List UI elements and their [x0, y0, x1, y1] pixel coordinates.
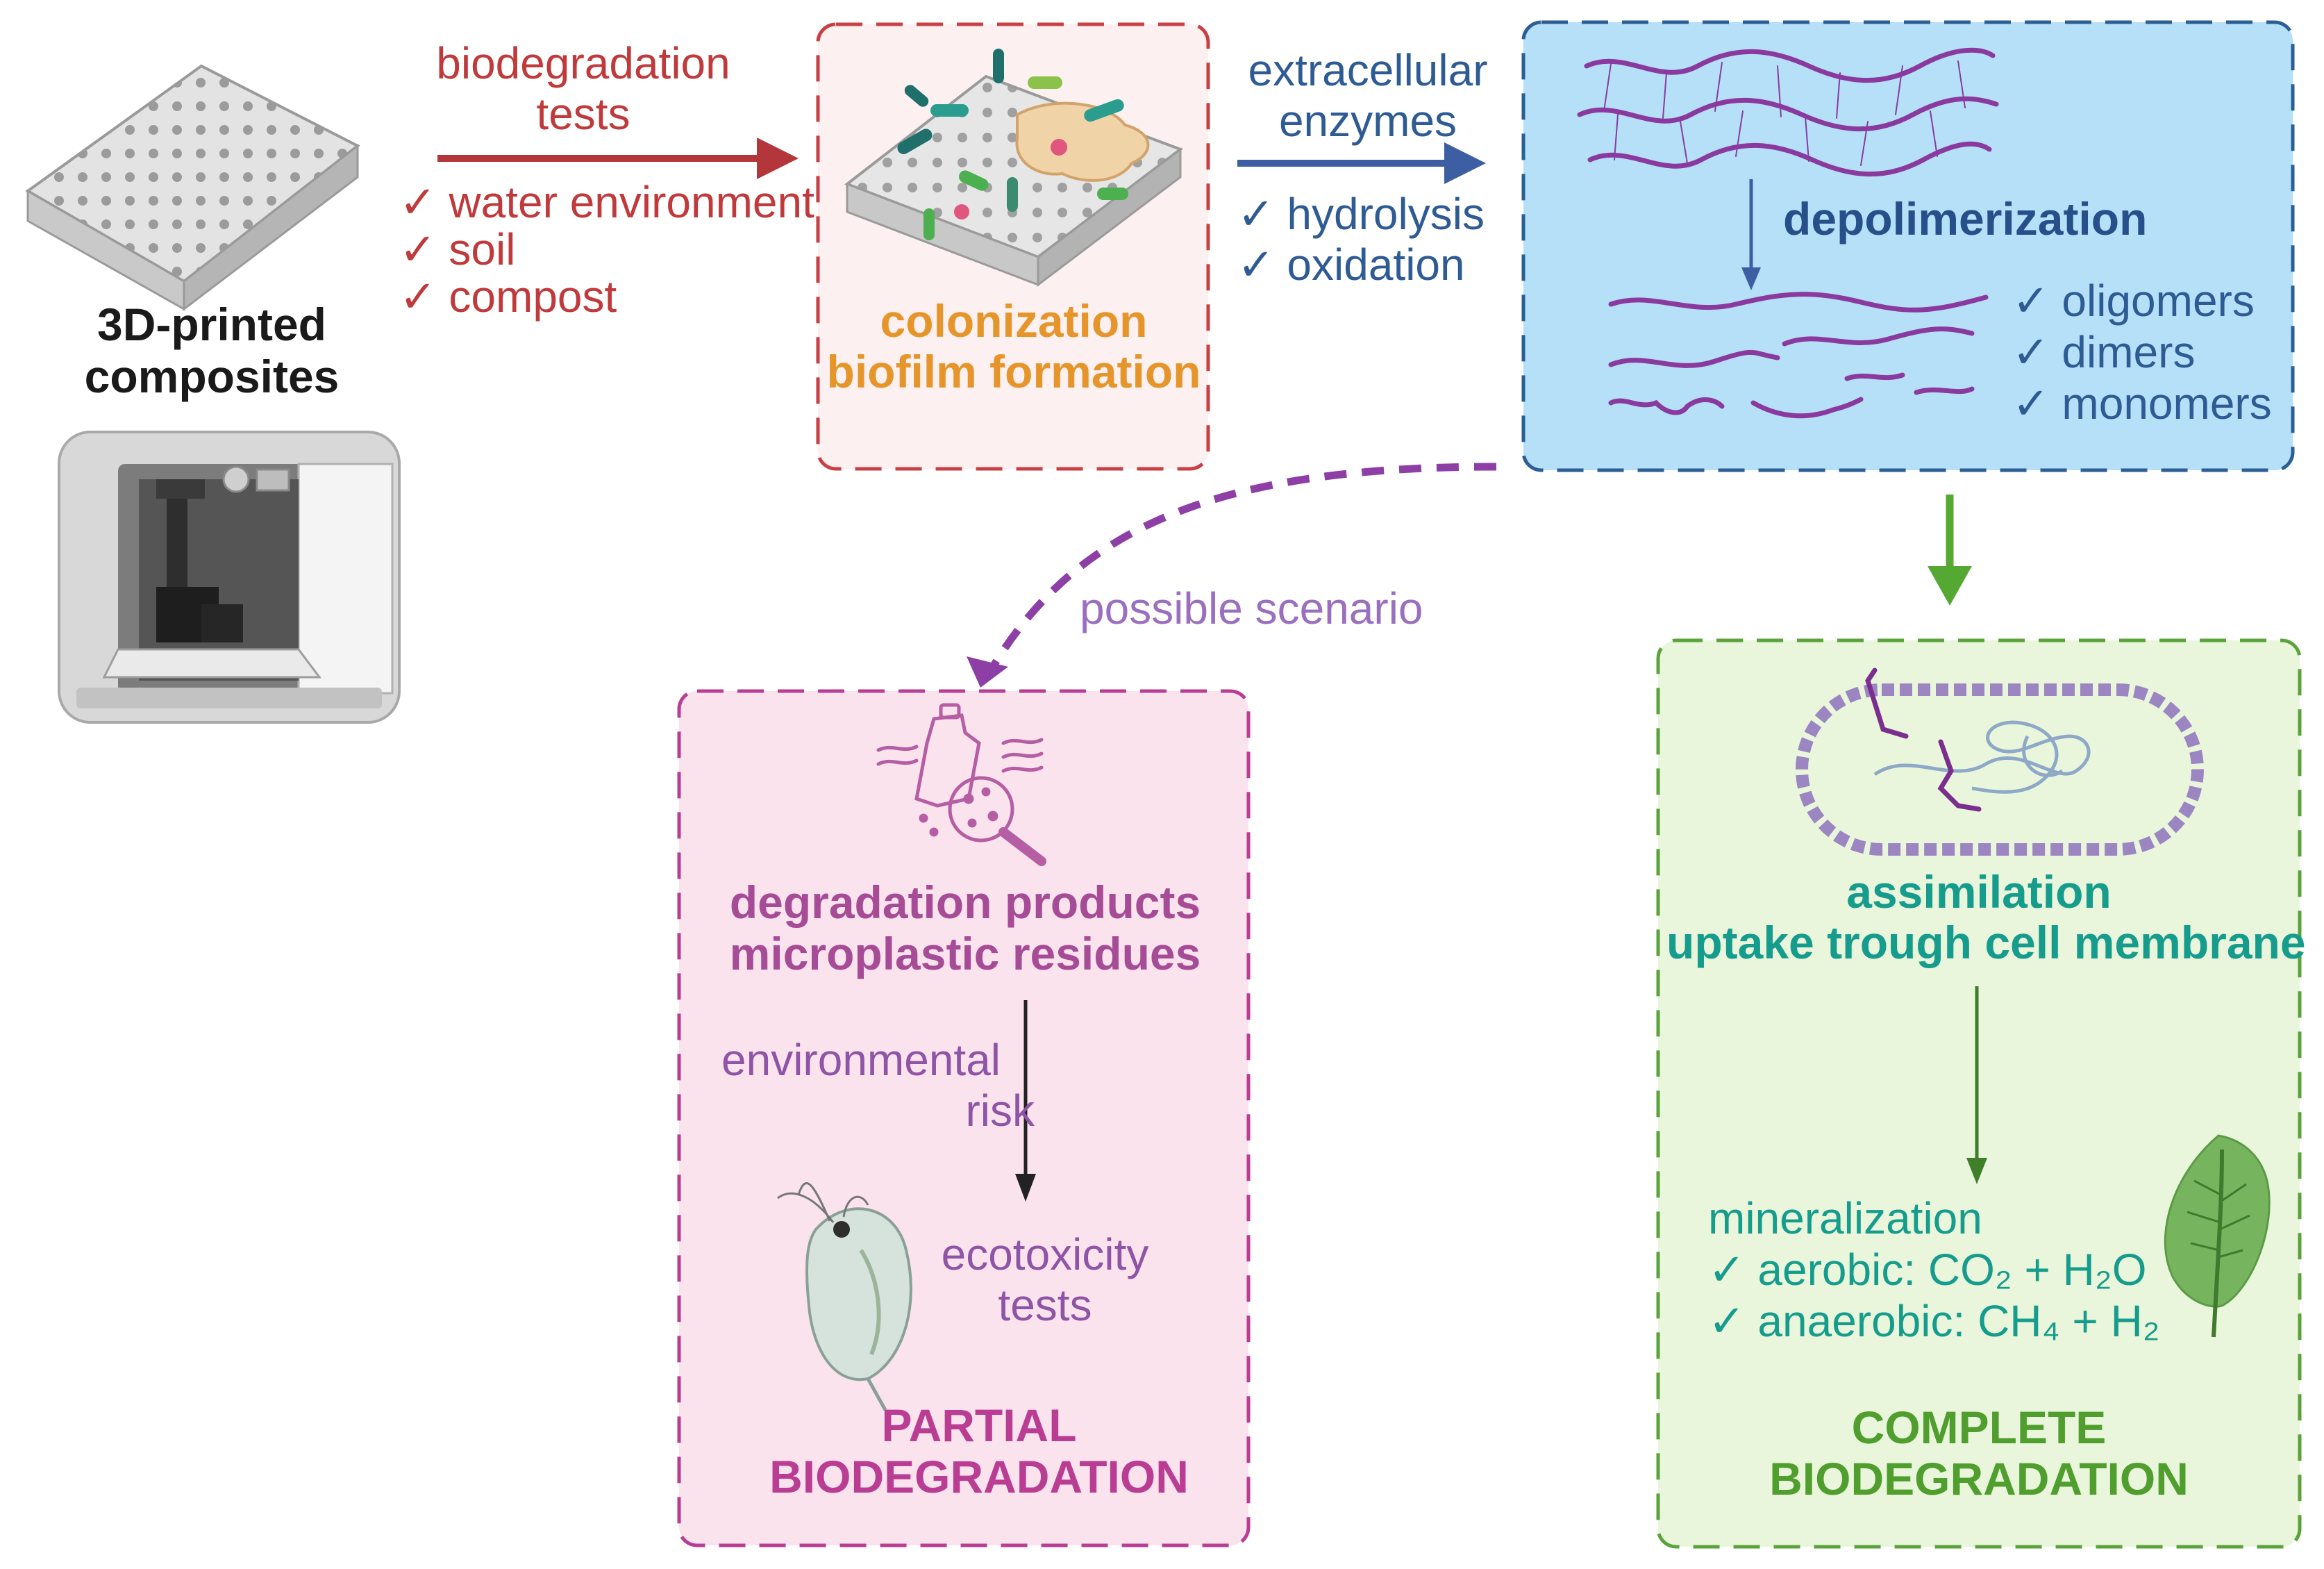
assimilation-line2: uptake trough cell membrane: [1666, 917, 2306, 968]
colonization-line2: biofilm formation: [826, 346, 1201, 397]
complete-outcome-line1: COMPLETE: [1851, 1402, 2107, 1453]
mineralization-label: mineralization: [1708, 1193, 1982, 1243]
source-title-line2: composites: [84, 351, 340, 402]
scenario-label: possible scenario: [1080, 583, 1423, 633]
tests-label-line2: tests: [536, 89, 630, 139]
enzymes-item-oxidation: ✓ oxidation: [1237, 240, 1465, 290]
biodegradation-tests-arrow: [437, 138, 799, 179]
enzymes-item-hydrolysis: ✓ hydrolysis: [1237, 189, 1485, 239]
enzymes-arrow: [1237, 142, 1486, 184]
mineralization-aerobic: ✓ aerobic: CO₂ + H₂O: [1708, 1245, 2147, 1295]
colonization-line1: colonization: [880, 295, 1148, 347]
depolymerization-title: depolimerization: [1783, 193, 2148, 244]
risk-line2: risk: [965, 1086, 1035, 1136]
product-oligomers: ✓ oligomers: [2012, 276, 2255, 326]
partial-products-line1: degradation products: [729, 877, 1201, 928]
daphnia-icon: [777, 1182, 912, 1411]
enzymes-label-line2: enzymes: [1278, 96, 1457, 146]
polymer-chains-icon: [1577, 47, 1999, 419]
assimilation-line1: assimilation: [1846, 866, 2112, 918]
complete-box: [1656, 638, 2302, 1549]
scenario-dashed-arrow: [967, 463, 1497, 688]
partial-outcome-line1: PARTIAL: [881, 1400, 1077, 1451]
ecotoxicity-line1: ecotoxicity: [941, 1229, 1149, 1279]
mineralization-arrow: [1966, 986, 1987, 1184]
depolymerization-down-arrow: [1741, 179, 1761, 290]
enzymes-label-line1: extracellular: [1248, 45, 1488, 95]
product-monomers: ✓ monomers: [2012, 379, 2272, 429]
leaf-icon: [2164, 1134, 2271, 1338]
complete-outcome-line2: BIODEGRADATION: [1769, 1453, 2189, 1504]
3d-printed-grid-icon: [25, 64, 360, 312]
plastic-bottle-magnifier-icon: [876, 703, 1046, 866]
tests-label-line1: biodegradation: [436, 38, 730, 88]
mineralization-anaerobic: ✓ anaerobic: CH₄ + H₂: [1708, 1296, 2160, 1346]
biofilm-grid-icon: [844, 49, 1184, 288]
tests-item-compost: ✓ compost: [399, 272, 617, 322]
product-dimers: ✓ dimers: [2012, 327, 2196, 377]
source-title-line1: 3D-printed: [97, 299, 326, 350]
3d-printer-icon: [58, 431, 401, 724]
tests-item-soil: ✓ soil: [399, 224, 516, 274]
assimilation-arrow: [1928, 495, 1972, 606]
bacterium-cell-icon: [1796, 667, 2204, 856]
ecotoxicity-line2: tests: [998, 1280, 1092, 1330]
partial-outcome-line2: BIODEGRADATION: [769, 1451, 1189, 1502]
depolymerization-box: [1521, 20, 2295, 472]
risk-line1: environmental: [721, 1035, 1001, 1085]
environmental-risk-arrow: [1015, 1000, 1036, 1202]
tests-item-water: ✓ water environment: [399, 177, 814, 227]
partial-products-line2: microplastic residues: [729, 928, 1201, 979]
